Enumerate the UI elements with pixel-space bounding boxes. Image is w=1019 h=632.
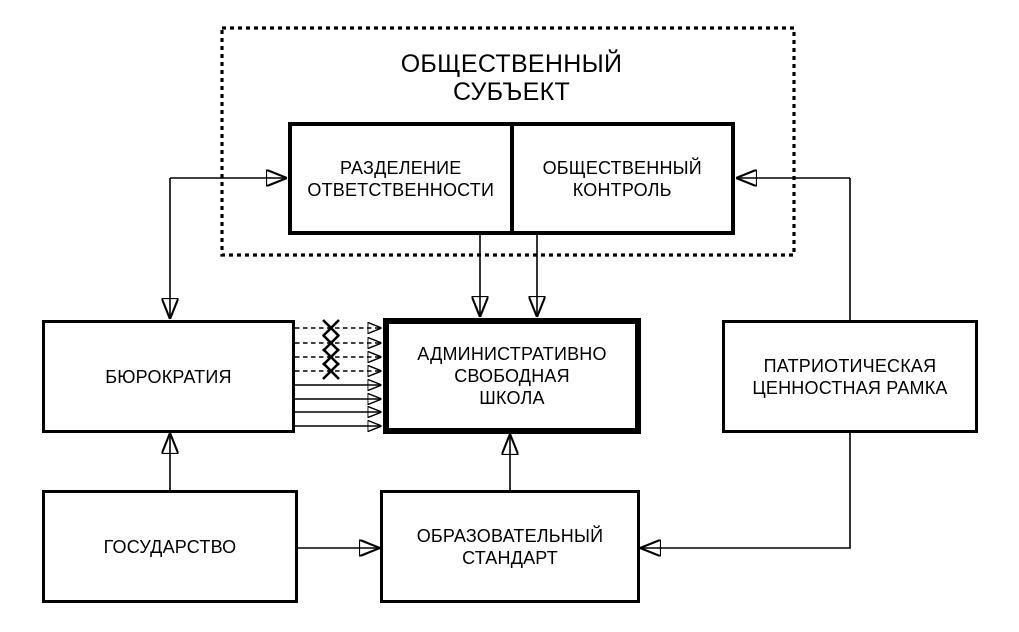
public-subject-title: ОБЩЕСТВЕННЫЙ СУБЪЕКТ xyxy=(400,50,623,106)
arrow-patriotic-frame-control xyxy=(737,178,851,320)
block-x-mark xyxy=(322,319,340,337)
arrow-patriotic-frame-standard xyxy=(641,433,851,548)
block-x-mark xyxy=(322,362,340,380)
arrow-bureaucracy-responsibility xyxy=(170,178,286,318)
node-public-control: ОБЩЕСТВЕННЫЙ КОНТРОЛЬ xyxy=(509,126,732,231)
public-subject-pair-box: РАЗДЕЛЕНИЕ ОТВЕТСТВЕННОСТИ ОБЩЕСТВЕННЫЙ … xyxy=(288,122,735,235)
node-educational-standard: ОБРАЗОВАТЕЛЬНЫЙ СТАНДАРТ xyxy=(380,490,640,603)
block-x-mark xyxy=(322,334,340,352)
direct-arrows-bureaucracy-school xyxy=(295,385,381,426)
blocked-arrows-bureaucracy-school xyxy=(295,319,381,380)
node-state: ГОСУДАРСТВО xyxy=(42,490,298,603)
node-patriotic-value-frame: ПАТРИОТИЧЕСКАЯ ЦЕННОСТНАЯ РАМКА xyxy=(722,320,978,433)
node-division-of-responsibility: РАЗДЕЛЕНИЕ ОТВЕТСТВЕННОСТИ xyxy=(307,157,495,200)
node-bureaucracy: БЮРОКРАТИЯ xyxy=(42,320,295,433)
node-administratively-free-school: АДМИНИСТРАТИВНО СВОБОДНАЯ ШКОЛА xyxy=(383,318,641,434)
block-x-mark xyxy=(322,348,340,366)
